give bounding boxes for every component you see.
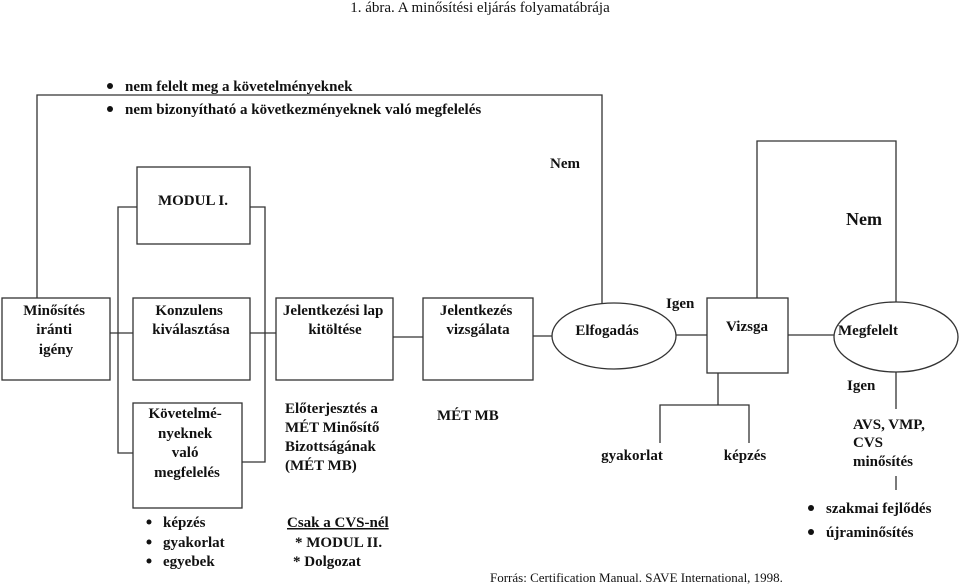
bottom-bullet-list: képzés gyakorlat egyebek — [146, 515, 225, 570]
jelentkezes-vizsgalata-label: Jelentkezés vizsgálata — [440, 303, 516, 338]
igen-label: Igen — [666, 296, 695, 312]
list-item: képzés — [163, 515, 206, 531]
list-item: szakmai fejlődés — [826, 501, 932, 517]
kovetelmeny-box — [132, 402, 243, 509]
konzulens-label: Konzulens kiválasztása — [152, 303, 230, 338]
list-item: egyebek — [163, 554, 215, 570]
cvs-item: * MODUL II. — [295, 535, 382, 551]
list-item: gyakorlat — [163, 535, 225, 551]
eloterjesztes-text: Előterjesztés a MÉT Minősítő Bizottságán… — [285, 401, 383, 474]
feedback-loop-line — [36, 94, 603, 303]
jelentkezes-vizsgalata-box — [422, 297, 534, 381]
megfelelt-label: Megfelelt — [838, 323, 898, 339]
igen-label-2: Igen — [847, 378, 876, 394]
figure-title: 1. ábra. A minősítési eljárás folyamatáb… — [350, 0, 610, 16]
gyakorlat-label: gyakorlat — [601, 448, 663, 464]
bullet-icon — [146, 558, 152, 564]
modul-1-label: MODUL I. — [158, 193, 228, 209]
vizsga-box — [706, 297, 789, 374]
avs-vmp-cvs-text: AVS, VMP, CVS minősítés — [853, 417, 929, 470]
cvs-heading: Csak a CVS-nél — [287, 515, 389, 531]
minosites-box — [1, 297, 111, 381]
konzulens-box — [132, 297, 251, 381]
bullet-icon — [808, 529, 814, 535]
modul-left-line — [117, 206, 137, 454]
kepzes-label: képzés — [724, 448, 767, 464]
branch-line — [659, 404, 750, 443]
bullet-icon — [146, 539, 152, 545]
connector-lines — [36, 94, 897, 490]
nem-label: Nem — [550, 156, 580, 172]
bullet-icon — [107, 83, 113, 89]
elfogadas-label: Elfogadás — [575, 323, 639, 339]
vizsga-label: Vizsga — [726, 319, 768, 335]
nem-loop-line — [756, 140, 897, 303]
bullet-icon — [808, 505, 814, 511]
list-item: nem felelt meg a követelményeknek — [125, 79, 353, 95]
met-mb-label: MÉT MB — [437, 407, 499, 424]
nem-label-2: Nem — [846, 209, 882, 229]
jelentkezesi-lap-box — [275, 297, 394, 381]
list-item: újraminősítés — [826, 525, 914, 541]
right-bullet-list: szakmai fejlődés újraminősítés — [808, 501, 932, 541]
cvs-item: * Dolgozat — [293, 554, 361, 570]
minosites-label: Minősítés iránti igény — [23, 303, 88, 358]
jelentkezesi-lap-label: Jelentkezési lap kitöltése — [283, 303, 387, 338]
list-item: nem bizonyítható a következményeknek val… — [125, 102, 481, 118]
modul-right-line — [242, 206, 266, 463]
top-bullet-list: nem felelt meg a követelményeknek nem bi… — [107, 79, 481, 118]
elfogadas-ellipse — [551, 302, 677, 370]
bullet-icon — [146, 519, 152, 525]
source-note: Forrás: Certification Manual. SAVE Inter… — [490, 570, 783, 585]
bullet-icon — [107, 106, 113, 112]
modul-1-box — [136, 166, 251, 245]
megfelelt-ellipse — [833, 301, 959, 373]
kovetelmeny-label: Követelmé- nyeknek való megfelelés — [148, 406, 225, 481]
